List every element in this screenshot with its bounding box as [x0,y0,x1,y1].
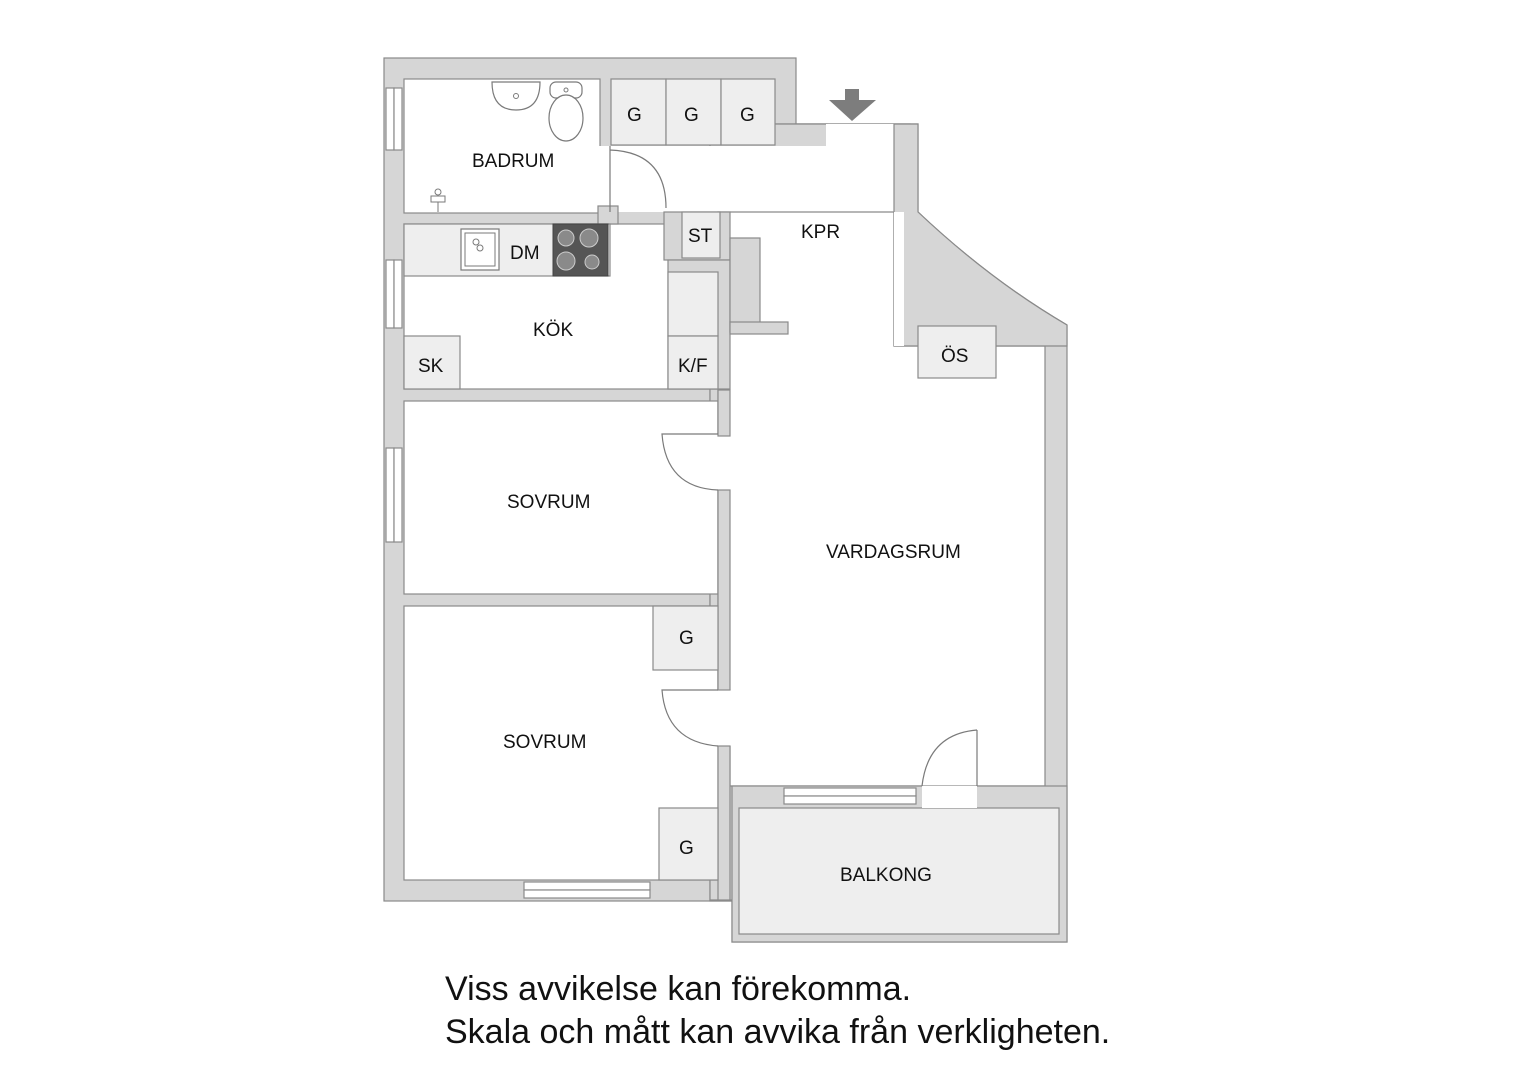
labels: BADRUM G G G KPR ST DM KÖK SK K/F ÖS SOV… [418,105,968,886]
toilet-icon [548,81,584,142]
label-wardrobe-hall-1: G [627,105,642,126]
stove-icon [552,223,609,277]
label-living-room: VARDAGSRUM [826,542,961,563]
label-cabinet-sk: SK [418,356,444,377]
disclaimer: Viss avvikelse kan förekomma. Skala och … [445,968,1110,1054]
shower-icon [430,188,446,212]
disclaimer-line-2: Skala och mått kan avvika från verklighe… [445,1013,1111,1051]
label-hall: KPR [801,222,840,243]
label-fridge-freezer: K/F [678,356,708,377]
windows [385,87,917,899]
label-coat-storage: ÖS [941,346,968,367]
label-bedroom-1: SOVRUM [507,492,590,513]
disclaimer-line-1: Viss avvikelse kan förekomma. [445,970,912,1008]
entrance-arrow-icon [829,89,876,121]
doors [609,146,978,787]
label-wardrobe-hall-3: G [740,105,755,126]
label-bedroom-2: SOVRUM [503,732,586,753]
label-balcony: BALKONG [840,865,932,886]
label-closet-st: ST [688,226,713,247]
balcony [731,785,1068,943]
label-wardrobe-bedroom-upper: G [679,628,694,649]
label-bathroom: BADRUM [472,151,554,172]
label-wardrobe-bedroom-lower: G [679,838,694,859]
label-dishwasher: DM [510,243,540,264]
sink-icon [491,81,541,111]
label-kitchen: KÖK [533,320,573,341]
kitchen-sink-icon [460,228,500,271]
label-wardrobe-hall-2: G [684,105,699,126]
